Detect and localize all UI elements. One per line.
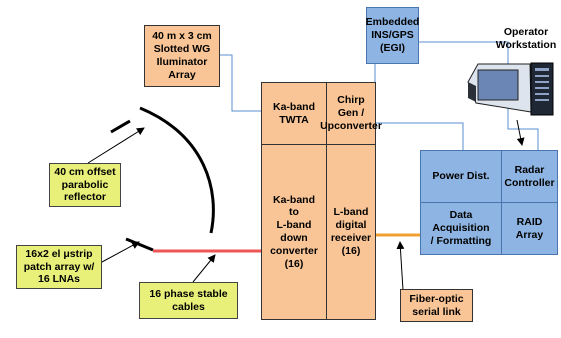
operator-workstation-label: Operator Workstation [495, 26, 557, 51]
radar-controller-box: Radar Controller [501, 150, 558, 203]
parabolic-reflector-shape [139, 106, 215, 234]
egi-controller-connector [419, 41, 539, 150]
patch-array-pointer-arrow [101, 241, 140, 263]
patch-array-shape [125, 237, 154, 252]
cables-label: 16 phase stable cables [139, 282, 238, 319]
reflector-pointer-arrow [87, 127, 145, 164]
chirp-gen-box: Chirp Gen / Upconverter [320, 82, 382, 145]
twta-box: Ka-band TWTA [261, 82, 327, 145]
illuminator-array-label: 40 m x 3 cm Slotted WG Iluminator Array [144, 25, 220, 87]
data-acquisition-box: Data Acquisition / Formatting [420, 202, 502, 255]
workstation-pointer-arrow [516, 119, 525, 146]
cables-pointer-arrow [192, 254, 216, 283]
fiber-pointer-arrow [396, 241, 405, 291]
digital-receiver-box: L-band digital receiver (16) [326, 144, 376, 320]
fiber-optic-label: Fiber-optic serial link [400, 289, 473, 322]
egi-box: Embedded INS/GPS (EGI) [366, 7, 419, 64]
patch-array-label: 16x2 el μstrip patch array w/ 16 LNAs [16, 245, 102, 289]
power-dist-box: Power Dist. [420, 150, 502, 203]
operator-workstation-icon [467, 62, 554, 116]
raid-array-box: RAID Array [501, 202, 558, 255]
reflector-label: 40 cm offset parabolic reflector [49, 163, 121, 207]
illuminator-array-shape [110, 119, 131, 134]
illuminator-twta-connector [220, 54, 261, 112]
downconverter-box: Ka-band to L-band down converter (16) [261, 144, 327, 320]
